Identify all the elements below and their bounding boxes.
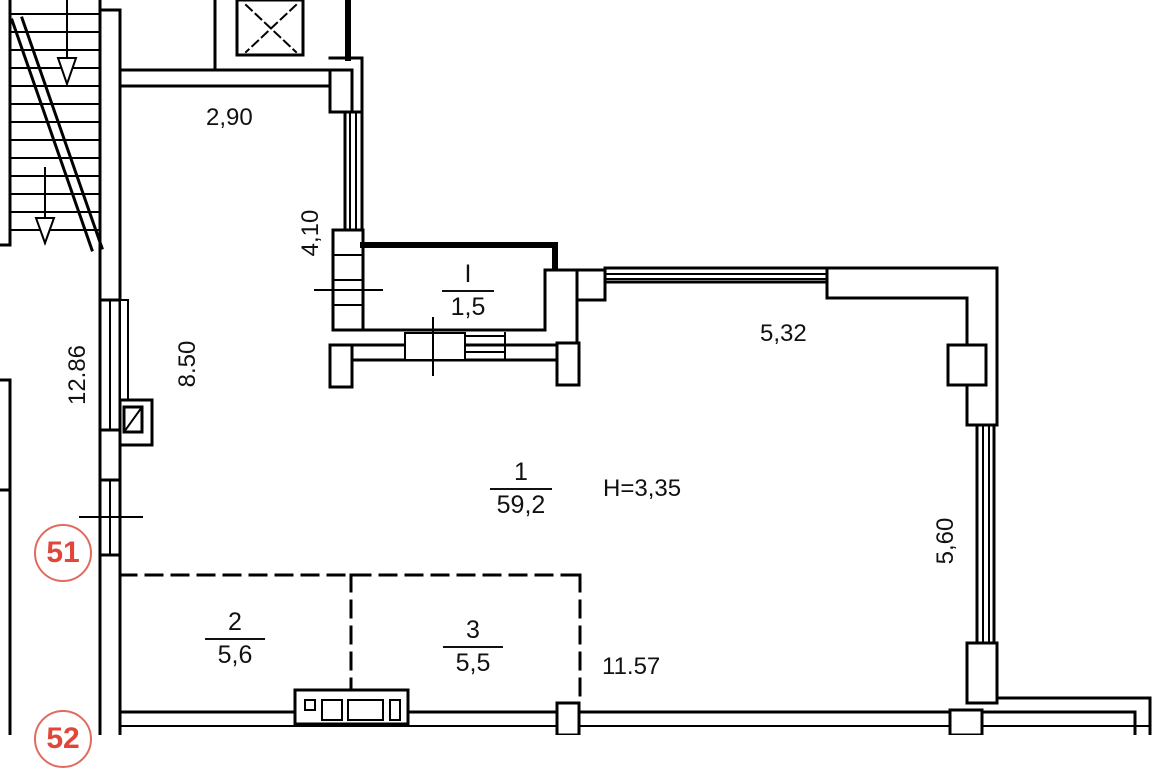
dim-5-32: 5,32	[760, 320, 807, 347]
staircase	[0, 0, 104, 252]
plan-drawing	[0, 0, 1152, 735]
stair-arrow-icon	[34, 0, 78, 246]
dim-5-60: 5,60	[932, 517, 959, 565]
dim-12-86: 12.86	[64, 344, 91, 406]
apartment-badge-current: 51	[34, 524, 92, 582]
room-number: 3	[443, 618, 503, 648]
dim-11-57: 11.57	[602, 653, 661, 680]
room-number: 1	[490, 460, 552, 490]
dim-8-50: 8.50	[174, 340, 201, 388]
apartment-badge-next: 52	[34, 710, 92, 768]
ventilation-shaft-icon	[235, 0, 305, 57]
room-area: 5,6	[217, 641, 253, 669]
room-1-label: 1 59,2	[490, 460, 552, 518]
room-3-label: 3 5,5	[443, 618, 503, 676]
room-I-label: I 1,5	[442, 262, 494, 320]
dim-4-10: 4,10	[297, 209, 324, 257]
room-area: 59,2	[496, 491, 546, 519]
room-number: I	[442, 262, 494, 292]
stove-icon	[118, 398, 154, 447]
ceiling-height: H=3,35	[603, 475, 682, 502]
room-area: 5,5	[455, 649, 491, 677]
room-number: 2	[205, 610, 265, 640]
dim-2-90: 2,90	[206, 104, 253, 131]
room-area: 1,5	[450, 293, 486, 321]
room-2-label: 2 5,6	[205, 610, 265, 668]
